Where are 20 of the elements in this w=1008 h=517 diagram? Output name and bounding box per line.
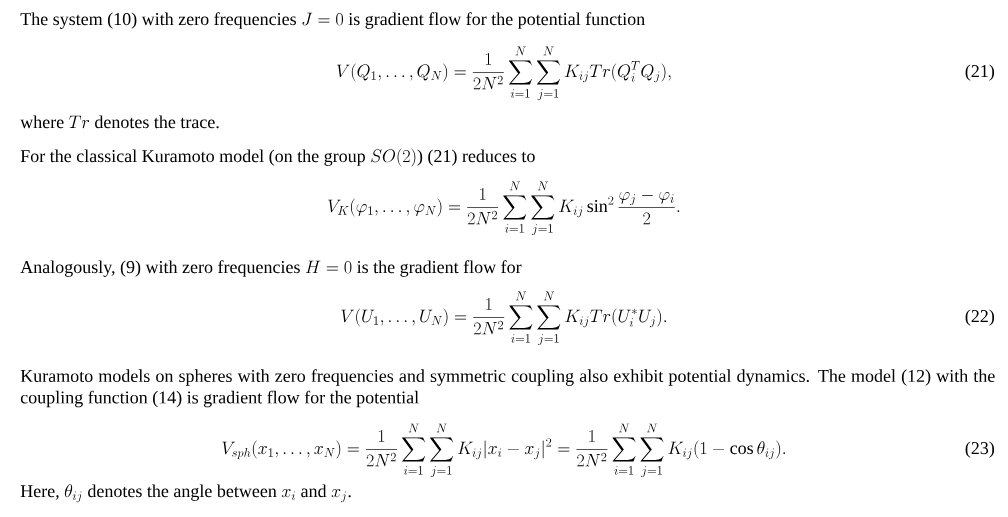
equation-number: (22): [965, 309, 995, 326]
label: Here,: [20, 485, 59, 500]
label: $x_i$: [281, 489, 295, 500]
text-line: Analogously, (9) with zero frequencies $H=0$ is the gradient flow for: [20, 260, 522, 277]
text-line: The system (10) with zero frequencies $J=0$ is gradient flow for the potential function: [20, 12, 645, 29]
equation-number: (21): [965, 64, 995, 81]
text-line: For the classical Kuramoto model (on the group $SO(2)$) (21) reduces to: [20, 148, 535, 167]
label: and: [301, 484, 327, 498]
equation: $V_{sph}(x_1,\ldots,x_N)=\frac{1}{2N^2}\sum_{i=1}^{N}\sum_{j=1}^{N}K_{ij}|x_i-x_j|^2=\frac{1}{2N^2}\sum_{i=1}^{N}\sum_{j=1}^{N}K_{ij}(1-\cos\theta_{ij}).$: [222, 423, 786, 478]
text-line: where $Tr$ denotes the trace.: [20, 115, 219, 129]
paragraph: Kuramoto models on spheres with zero frequencies and symmetric coupling also exhibit potential dynamics. The model (12) with the coupling function (14) is gradient flow for the potential: [20, 369, 995, 408]
label: denotes the angle between: [88, 484, 277, 501]
text-line: Here, $\theta_{ij}$ denotes the angle between $x_i$ and $x_j$.: [20, 484, 351, 503]
label: $\theta_{ij}$: [64, 484, 82, 503]
equation: $V(U_1,\ldots,U_N)=\frac{1}{2N^2}\sum_{i=1}^{N}\sum_{j=1}^{N}K_{ij}Tr(U_i^*U_j).$: [341, 291, 667, 346]
equation-number: (23): [965, 441, 995, 458]
label: $x_j$: [331, 489, 346, 503]
equation: $V(Q_1,\ldots,Q_N)=\frac{1}{2N^2}\sum_{i=1}^{N}\sum_{j=1}^{N}K_{ij}Tr(Q_i^TQ_j),$: [337, 46, 671, 101]
equation: $V_K(\varphi_1,\ldots,\varphi_N)=\frac{1}{2N^2}\sum_{i=1}^{N}\sum_{j=1}^{N}K_{ij}\sin^2\frac{\varphi_j-\varphi_i}{2}.$: [328, 181, 680, 236]
label: .: [348, 495, 351, 498]
